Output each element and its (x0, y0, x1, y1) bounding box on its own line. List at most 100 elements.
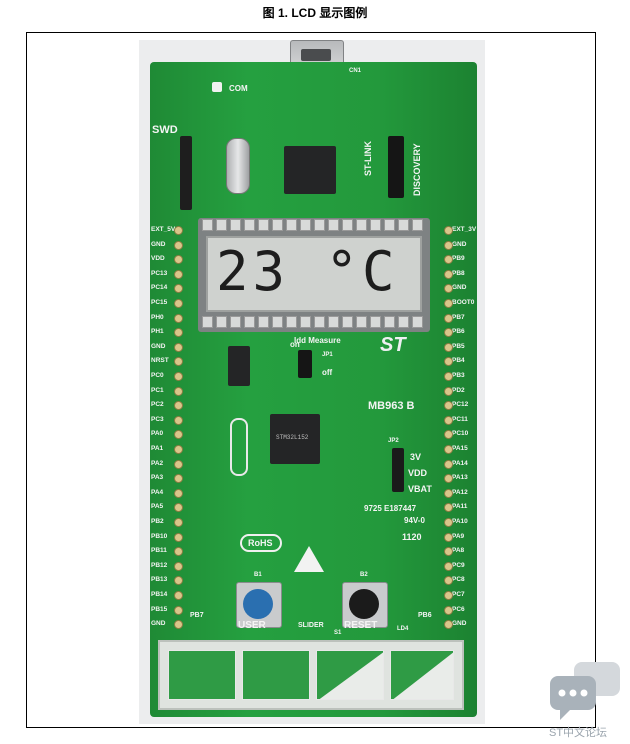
right-header-pin (444, 386, 453, 396)
lcd-pin-top (384, 219, 395, 231)
left-header-label: PC1 (151, 386, 164, 394)
left-header-label: PC14 (151, 284, 168, 292)
right-header-label: PC6 (452, 605, 465, 613)
right-header-pin (444, 532, 453, 542)
right-header-pin (444, 561, 453, 571)
board-id-label: MB963 B (368, 400, 415, 412)
right-header-pin (444, 547, 453, 557)
left-header-label: GND (151, 342, 166, 350)
lcd-pin-bottom (398, 316, 409, 328)
right-header-pin (444, 591, 453, 600)
right-header-pin (444, 313, 453, 323)
lcd-pin-top (244, 219, 255, 231)
right-header-pin (444, 474, 453, 484)
left-header-pin (174, 342, 183, 352)
cn1-label: CN1 (349, 68, 362, 74)
figure-caption: 图 1. LCD 显示图例 (262, 6, 368, 20)
slider-pad-2 (242, 650, 310, 700)
right-header-pin (444, 328, 453, 338)
x3-crystal-outline (230, 418, 248, 476)
lcd-pin-bottom (258, 316, 269, 328)
right-header-label: PA11 (452, 503, 468, 511)
right-header-label: GND (452, 240, 467, 248)
lcd-pin-top (398, 219, 409, 231)
left-header-pin (174, 328, 183, 338)
stm32-mcu: STM32L152 (270, 414, 320, 464)
left-header-pin (174, 299, 183, 308)
right-header-pin (444, 459, 453, 469)
jp1-label: JP1 (322, 352, 333, 358)
lcd-pin-top (356, 219, 367, 231)
slider-pad-1 (168, 650, 236, 700)
lcd-pin-top (300, 219, 311, 231)
left-header-label: PA4 (151, 488, 164, 496)
pb6-label: PB6 (418, 612, 432, 619)
right-header-pin (444, 503, 453, 513)
left-header-pin (174, 605, 183, 615)
lcd-pin-top (230, 219, 241, 231)
touch-slider[interactable] (158, 640, 464, 710)
lcd-pin-top (258, 219, 269, 231)
user-button[interactable] (243, 589, 273, 619)
lcd-pin-top (370, 219, 381, 231)
slider-pad-3 (316, 650, 384, 700)
lcd-pin-bottom (300, 316, 311, 328)
right-header-pin (444, 357, 453, 367)
right-header-pin (444, 415, 453, 425)
right-header-label: PC7 (452, 591, 465, 598)
vbat-label: VBAT (408, 484, 432, 494)
right-header-label: GND (452, 620, 467, 628)
right-header-label: PA10 (452, 518, 468, 525)
right-header-label: BOOT0 (452, 299, 475, 306)
right-header-label: GND (452, 284, 467, 292)
left-header-label: PA1 (151, 445, 164, 452)
lcd-pin-top (202, 219, 213, 231)
left-header-label: PA2 (151, 459, 164, 467)
right-header-label: PA12 (452, 488, 468, 496)
lcd-pin-top (314, 219, 325, 231)
right-header-pin (444, 401, 453, 411)
left-header-pin (174, 503, 183, 513)
left-header-pin (174, 240, 183, 250)
lcd-pin-bottom (216, 316, 227, 328)
left-header-label: PH1 (151, 328, 164, 336)
cert-number: 9725 E187447 (364, 504, 417, 513)
right-header-label: PA8 (452, 547, 465, 555)
left-header-pin (174, 430, 183, 440)
s1-label: S1 (334, 630, 342, 636)
left-header-label: PB2 (151, 518, 164, 525)
left-header-pin (174, 576, 183, 586)
lcd-pin-top (342, 219, 353, 231)
left-header-pin (174, 547, 183, 557)
right-header-label: PB7 (452, 313, 465, 321)
right-header-label: PB9 (452, 255, 465, 263)
right-header-pin (444, 445, 453, 454)
lcd-pin-bottom (356, 316, 367, 328)
left-header-label: PB15 (151, 605, 168, 613)
lcd-glass: 23 °C (206, 236, 422, 312)
right-header-label: PC12 (452, 401, 469, 409)
right-header-label: PB5 (452, 342, 465, 350)
right-header-label: PA13 (452, 474, 468, 482)
lcd-pin-top (216, 219, 227, 231)
left-header-pin (174, 386, 183, 396)
left-header-pin (174, 284, 183, 294)
lcd-pin-top (328, 219, 339, 231)
right-header-pin (444, 284, 453, 294)
b2-label: B2 (360, 572, 368, 578)
stlink-label: ST-LINK (363, 141, 373, 176)
st-logo: ST (380, 334, 406, 356)
reset-button[interactable] (349, 589, 379, 619)
idd-jumper (298, 350, 312, 378)
right-header-pin (444, 299, 453, 308)
right-header-label: PC8 (452, 576, 465, 584)
usb-port (301, 49, 331, 61)
lcd-pin-top (286, 219, 297, 231)
reset-label: RESET (344, 620, 378, 631)
vdd-label: VDD (408, 468, 428, 478)
right-header-label: PD2 (452, 386, 465, 394)
right-header-label: PC10 (452, 430, 469, 438)
left-header-pin (174, 591, 183, 600)
left-header-pin (174, 401, 183, 411)
left-header-label: PA5 (151, 503, 164, 511)
